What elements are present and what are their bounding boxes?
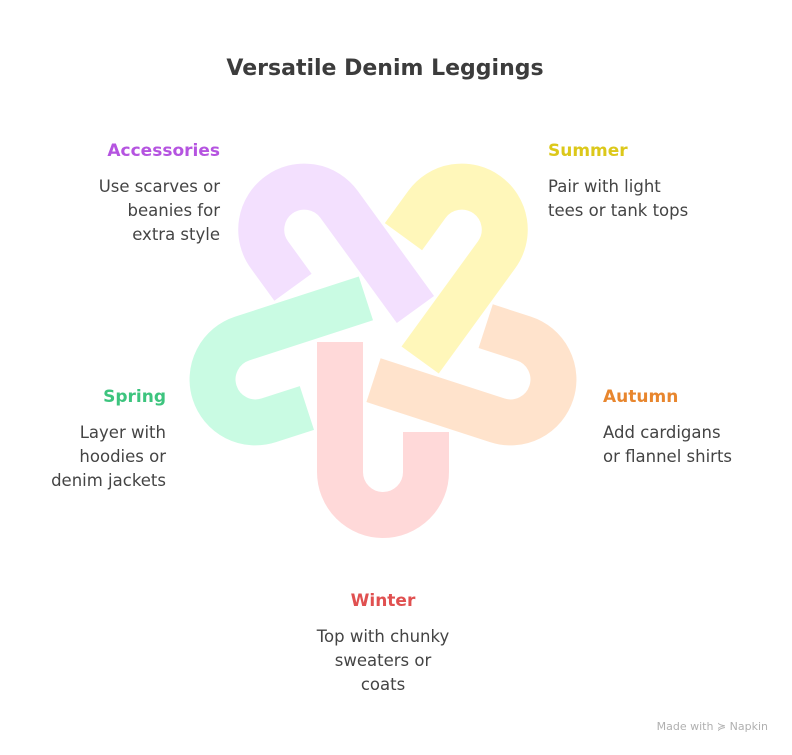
desc-autumn: Add cardigans or flannel shirts xyxy=(603,421,732,469)
label-spring: Spring xyxy=(103,387,166,407)
label-accessories: Accessories xyxy=(107,141,220,161)
desc-line: Layer with xyxy=(79,423,166,442)
desc-summer: Pair with light tees or tank tops xyxy=(548,175,688,223)
desc-line: Top with chunky xyxy=(316,627,450,646)
link-shape-autumn xyxy=(366,304,577,446)
desc-line: hoodies or xyxy=(79,447,166,466)
desc-line: denim jackets xyxy=(51,471,166,490)
desc-accessories: Use scarves or beanies for extra style xyxy=(99,175,220,247)
label-winter: Winter xyxy=(350,591,416,611)
desc-line: extra style xyxy=(132,225,220,244)
desc-line: sweaters or xyxy=(334,651,432,670)
desc-spring: Layer with hoodies or denim jackets xyxy=(51,421,166,493)
label-summer: Summer xyxy=(548,141,628,161)
napkin-footer: Made with ≽ Napkin xyxy=(656,720,768,733)
label-autumn: Autumn xyxy=(603,387,679,407)
link-shape-spring xyxy=(189,276,374,446)
desc-line: or flannel shirts xyxy=(603,447,733,466)
desc-winter: Top with chunky sweaters or coats xyxy=(263,625,503,697)
desc-line: coats xyxy=(360,675,406,694)
desc-line: beanies for xyxy=(127,201,220,220)
desc-line: Add cardigans xyxy=(603,423,721,442)
desc-line: tees or tank tops xyxy=(548,201,689,220)
link-shape-winter xyxy=(317,342,449,538)
link-shape-accessories xyxy=(238,163,435,324)
desc-line: Pair with light xyxy=(548,177,661,196)
diagram-title: Versatile Denim Leggings xyxy=(226,56,544,81)
desc-line: Use scarves or xyxy=(98,177,220,196)
link-shape-summer xyxy=(384,163,528,374)
